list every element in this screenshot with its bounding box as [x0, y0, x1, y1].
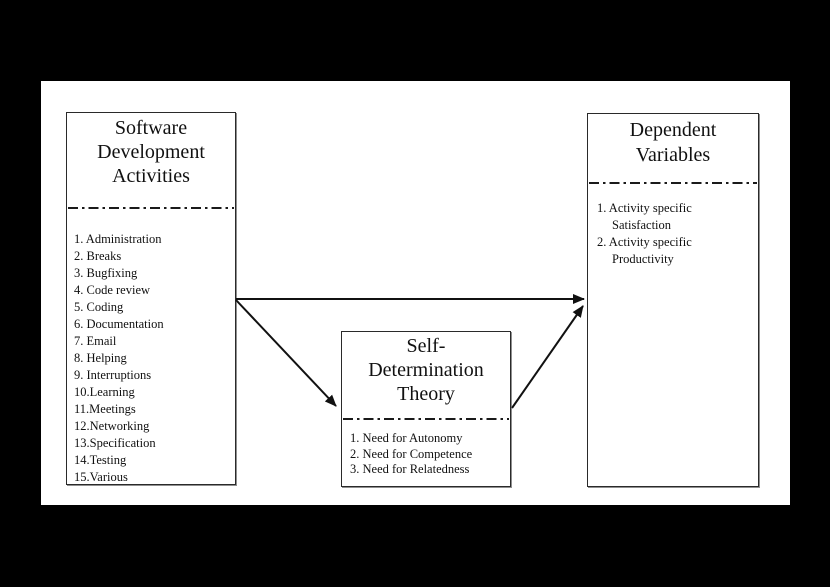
dash-dot-divider [68, 207, 234, 209]
list-item: Productivity [612, 252, 674, 266]
list-item: 8. Helping [74, 351, 127, 365]
list-item: 2. Breaks [74, 249, 122, 263]
list-item: 7. Email [74, 334, 117, 348]
list-item: 1. Need for Autonomy [350, 431, 463, 445]
box-self-determination-theory: Self- Determination Theory 1. Need for A… [341, 331, 511, 487]
list-item: 3. Need for Relatedness [350, 462, 470, 476]
box-dependent-variables: Dependent Variables 1. Activity specific… [587, 113, 759, 487]
list-item: 14.Testing [74, 453, 127, 467]
list-item: 1. Administration [74, 232, 162, 246]
list-item: 4. Code review [74, 283, 151, 297]
list-item: 15.Various [74, 470, 128, 484]
list-item: 5. Coding [74, 300, 124, 314]
box-title: Dependent Variables [629, 119, 717, 166]
list-item: Satisfaction [612, 218, 672, 232]
list-item: 11.Meetings [74, 402, 136, 416]
list-item: 1. Activity specific [597, 201, 692, 215]
box-title: Software Development Activities [97, 117, 205, 187]
list-item: 13.Specification [74, 436, 156, 450]
activities-list: 1. Administration 2. Breaks 3. Bugfixing 4.… [74, 231, 233, 486]
list-item: 12.Networking [74, 419, 150, 433]
dash-dot-divider [343, 418, 509, 420]
list-item: 2. Need for Competence [350, 446, 473, 461]
box-title: Self- Determination Theory [368, 335, 484, 405]
dash-dot-divider [589, 182, 757, 184]
list-item: 10.Learning [74, 385, 135, 399]
list-item: 9. Interruptions [74, 368, 152, 382]
list-item: 2. Activity specific [597, 235, 692, 249]
list-item: 6. Documentation [74, 317, 164, 331]
box-software-development-activities: Software Development Activities 1. Admin… [66, 112, 236, 485]
list-item: 3. Bugfixing [74, 266, 138, 280]
